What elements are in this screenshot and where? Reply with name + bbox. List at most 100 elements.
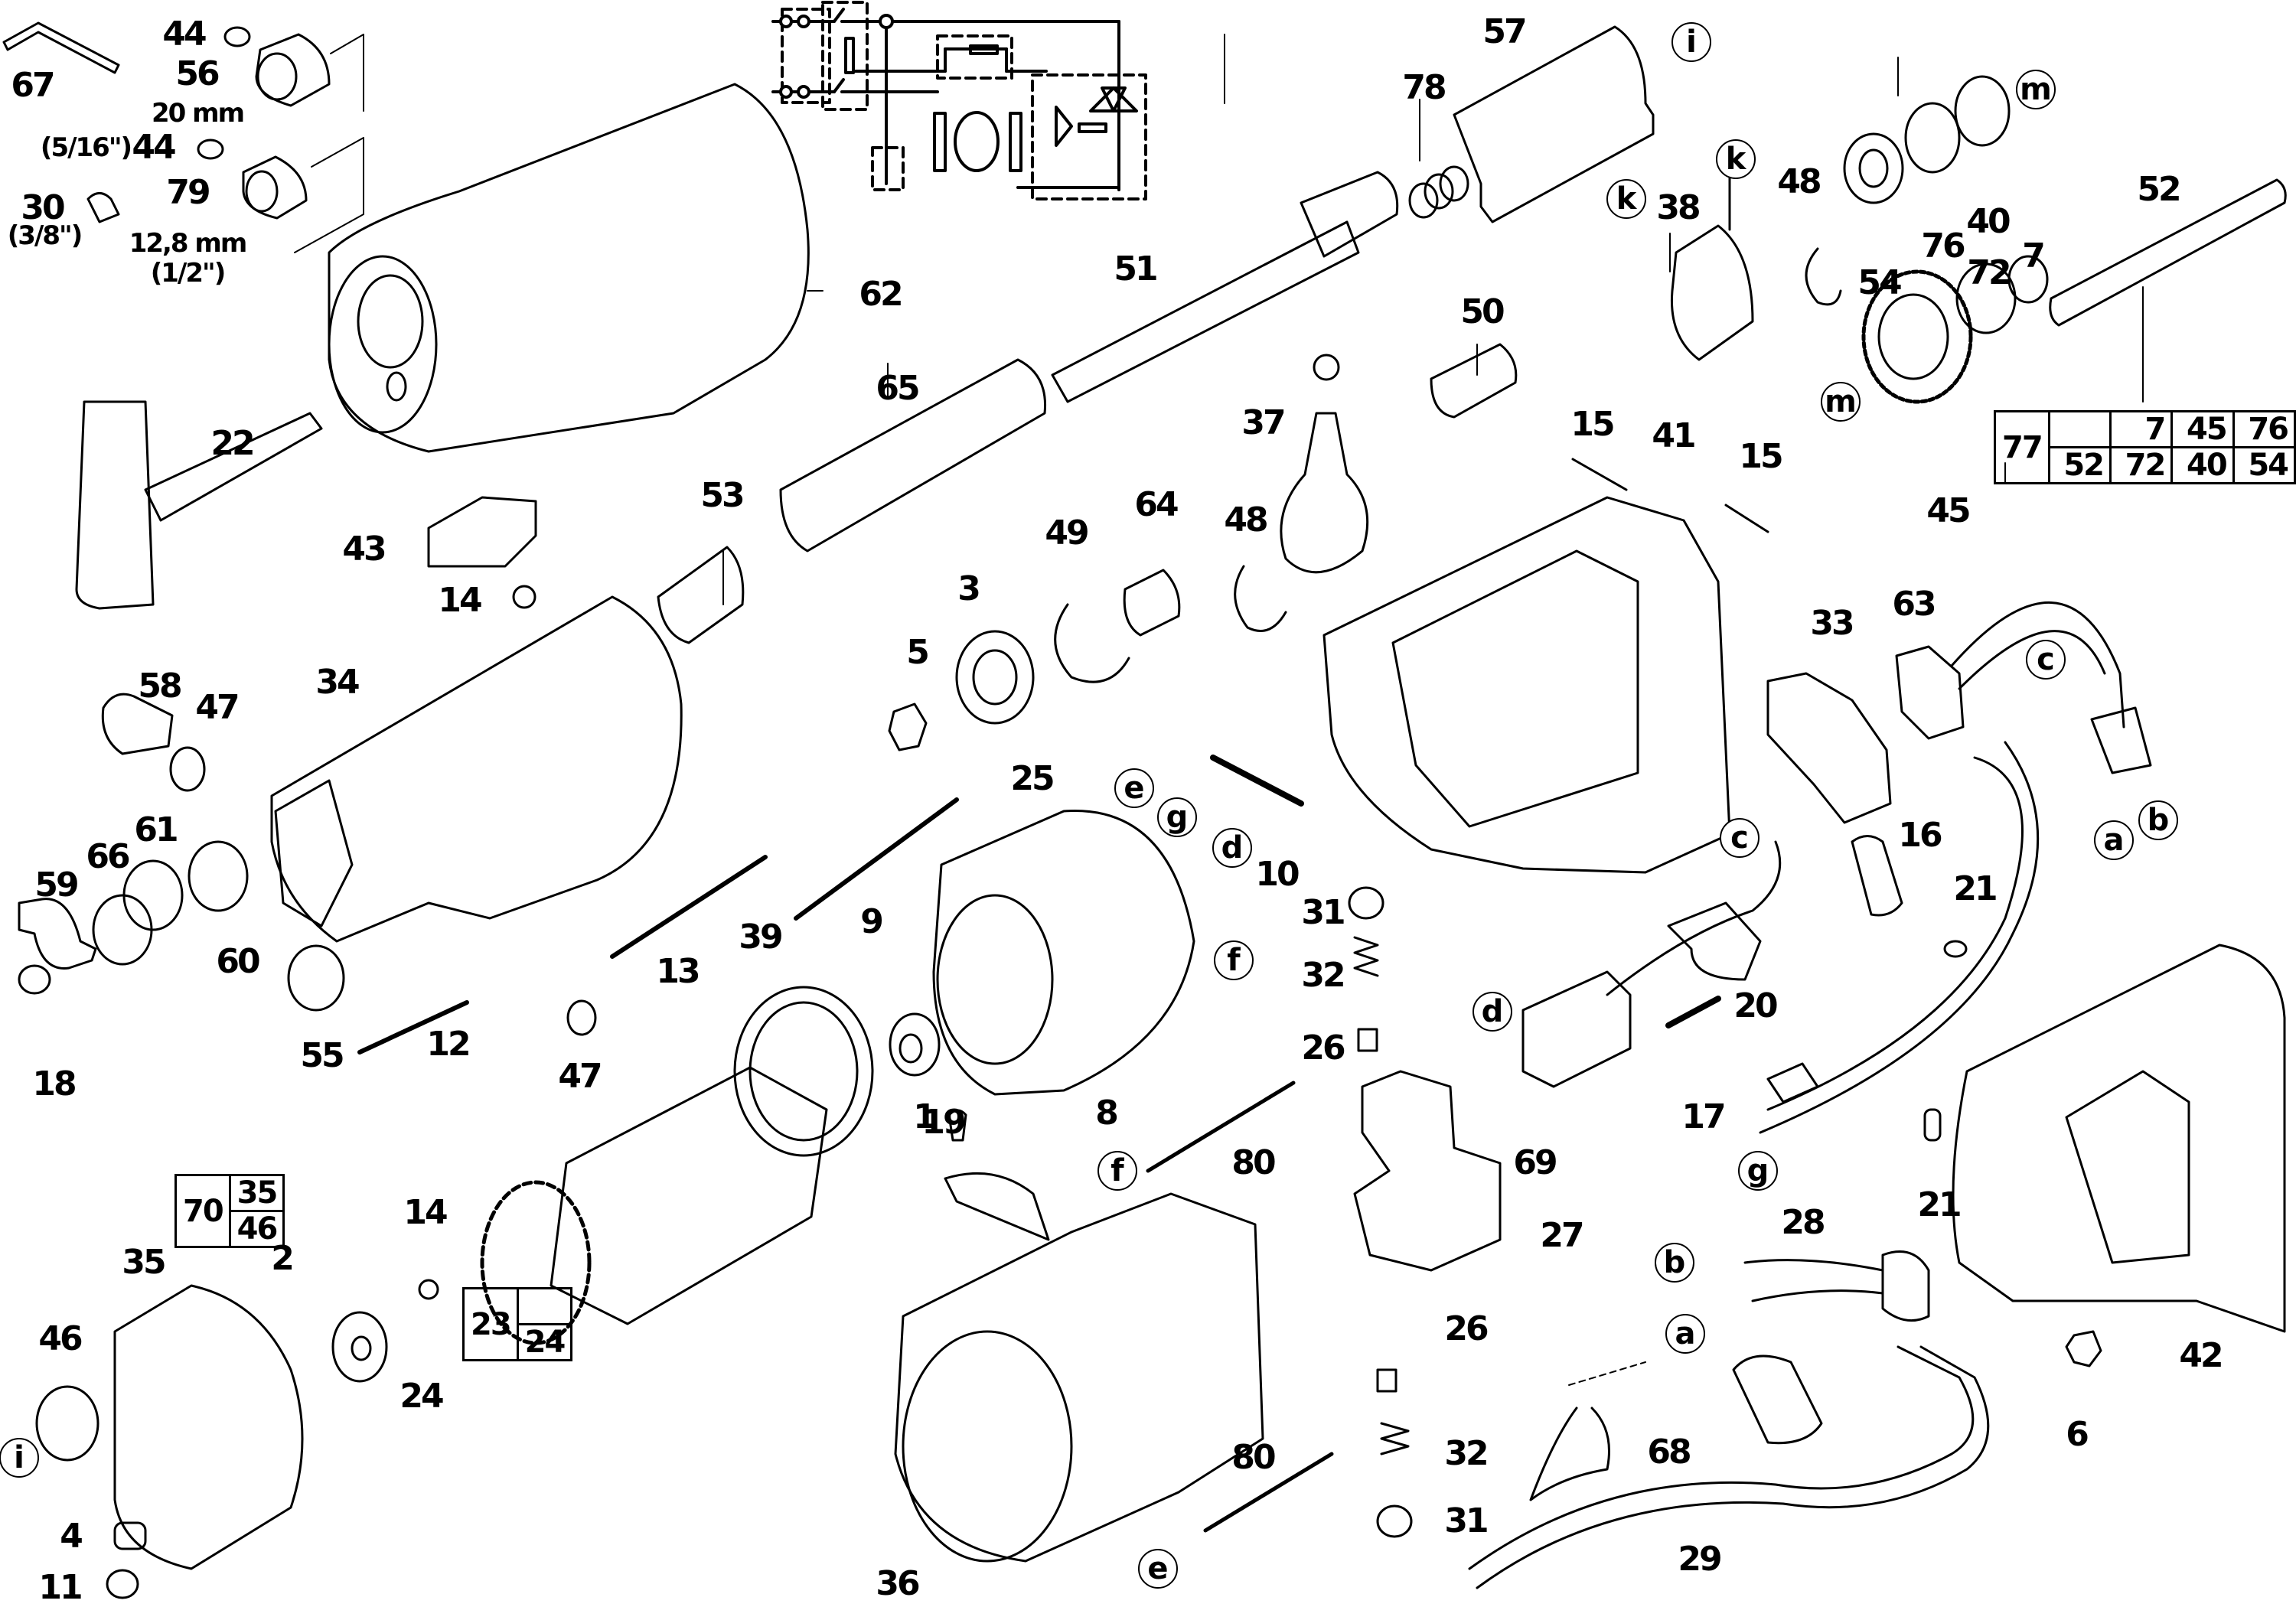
size-note-79-mm: 12,8 mm <box>129 228 248 259</box>
pin-21 <box>1945 941 1966 957</box>
collar-79 <box>243 157 306 218</box>
bush-55 <box>289 946 344 1010</box>
washer-47 <box>568 1001 595 1035</box>
part-label-60: 60 <box>216 942 260 981</box>
part-label-55: 55 <box>300 1036 344 1075</box>
screw-12 <box>360 1002 467 1052</box>
kit-23-cell <box>516 1287 573 1325</box>
part-label-10: 10 <box>1255 855 1300 894</box>
part-label-79: 79 <box>166 173 210 212</box>
screw-14 <box>419 1280 438 1299</box>
nut-6 <box>2066 1332 2101 1366</box>
connecting-rod-37 <box>1281 413 1368 572</box>
part-label-5: 5 <box>906 633 930 672</box>
stator-25 <box>934 810 1194 1094</box>
kit-70-label: 70 <box>174 1174 231 1248</box>
connection-marker-e: e <box>1114 768 1154 808</box>
nut-5 <box>889 704 926 750</box>
connection-marker-f: f <box>1214 940 1254 980</box>
part-label-20: 20 <box>1733 986 1778 1025</box>
kit-77-cell: 52 <box>2047 446 2112 484</box>
circlip-48 <box>1806 249 1841 305</box>
part-label-3: 3 <box>957 569 981 608</box>
crank-38 <box>1671 226 1753 360</box>
guard-43 <box>429 497 536 566</box>
part-label-65: 65 <box>876 369 920 408</box>
part-label-56: 56 <box>175 54 220 93</box>
spring-32 <box>1355 937 1378 976</box>
part-label-41: 41 <box>1652 416 1696 455</box>
part-label-51: 51 <box>1114 249 1158 288</box>
cover-63 <box>1896 647 1963 738</box>
part-label-67: 67 <box>11 66 55 105</box>
part-label-29: 29 <box>1678 1540 1722 1579</box>
end-cover-35 <box>115 1286 302 1569</box>
size-note-44: (5/16") <box>40 132 132 163</box>
part-label-33: 33 <box>1810 604 1854 643</box>
plug-connector <box>2092 708 2151 773</box>
part-label-14: 14 <box>403 1193 448 1232</box>
front-housing-62 <box>329 84 808 451</box>
connection-marker-a: a <box>1665 1314 1705 1354</box>
brush-cap-31 <box>1349 888 1383 918</box>
kit-77-cell: 40 <box>2170 446 2235 484</box>
leader-lines <box>723 34 2143 605</box>
part-label-19: 19 <box>921 1103 966 1142</box>
part-label-53: 53 <box>700 476 745 515</box>
part-label-61: 61 <box>134 810 178 849</box>
part-label-26: 26 <box>1301 1028 1345 1068</box>
washer-66 <box>93 895 152 964</box>
brush-26 <box>1358 1029 1377 1051</box>
part-label-62: 62 <box>859 275 903 314</box>
connection-marker-f: f <box>1097 1151 1137 1191</box>
part-label-11: 11 <box>38 1568 83 1607</box>
part-label-15: 15 <box>1739 437 1783 476</box>
kit-77-cell: 7 <box>2108 410 2174 448</box>
part-label-12: 12 <box>426 1025 471 1064</box>
part-label-69: 69 <box>1513 1143 1557 1182</box>
part-label-15: 15 <box>1570 405 1615 444</box>
plug-58 <box>103 694 172 754</box>
connection-marker-i: i <box>1671 22 1711 62</box>
collar-56 <box>256 34 329 106</box>
capacitor-16 <box>1852 836 1902 916</box>
connection-marker-i: i <box>0 1438 39 1478</box>
spindle-52 <box>2050 180 2286 325</box>
brush-cap-31 <box>1378 1506 1411 1537</box>
screw-15 <box>1726 505 1768 532</box>
part-label-21: 21 <box>1953 869 1998 908</box>
part-label-21: 21 <box>1917 1185 1962 1224</box>
kit-table-70: 70 35 46 <box>174 1174 285 1248</box>
part-label-48: 48 <box>1777 162 1821 201</box>
part-label-18: 18 <box>32 1064 77 1103</box>
part-label-28: 28 <box>1781 1203 1825 1242</box>
kit-23-label: 23 <box>462 1287 519 1361</box>
kit-77-cell: 54 <box>2232 446 2296 484</box>
connection-marker-c: c <box>1720 818 1760 858</box>
part-label-50: 50 <box>1460 292 1505 331</box>
connection-marker-a: a <box>2094 820 2134 860</box>
part-label-68: 68 <box>1647 1433 1691 1472</box>
part-label-47: 47 <box>195 688 240 727</box>
mains-cable-29 <box>1469 1347 1973 1569</box>
part-label-32: 32 <box>1301 956 1345 995</box>
end-shield-39 <box>735 987 872 1156</box>
plug-29 <box>1733 1356 1821 1443</box>
cable-grommet-28 <box>1883 1252 1929 1321</box>
part-label-54: 54 <box>1857 263 1902 302</box>
set-screw-44 <box>225 28 249 46</box>
part-label-72: 72 <box>1967 253 2011 292</box>
connection-marker-g: g <box>1157 797 1197 837</box>
part-label-13: 13 <box>656 952 700 991</box>
bearing-1 <box>890 1014 939 1075</box>
bolt-30 <box>88 194 119 223</box>
part-label-48: 48 <box>1224 500 1268 539</box>
circlip-48 <box>1235 566 1286 631</box>
spring-78 <box>1410 167 1468 217</box>
screw-10 <box>1213 758 1301 804</box>
screw-9 <box>796 800 957 918</box>
pin-21 <box>1925 1110 1940 1140</box>
lead-80 <box>1148 1083 1293 1171</box>
tube-65 <box>781 360 1045 551</box>
